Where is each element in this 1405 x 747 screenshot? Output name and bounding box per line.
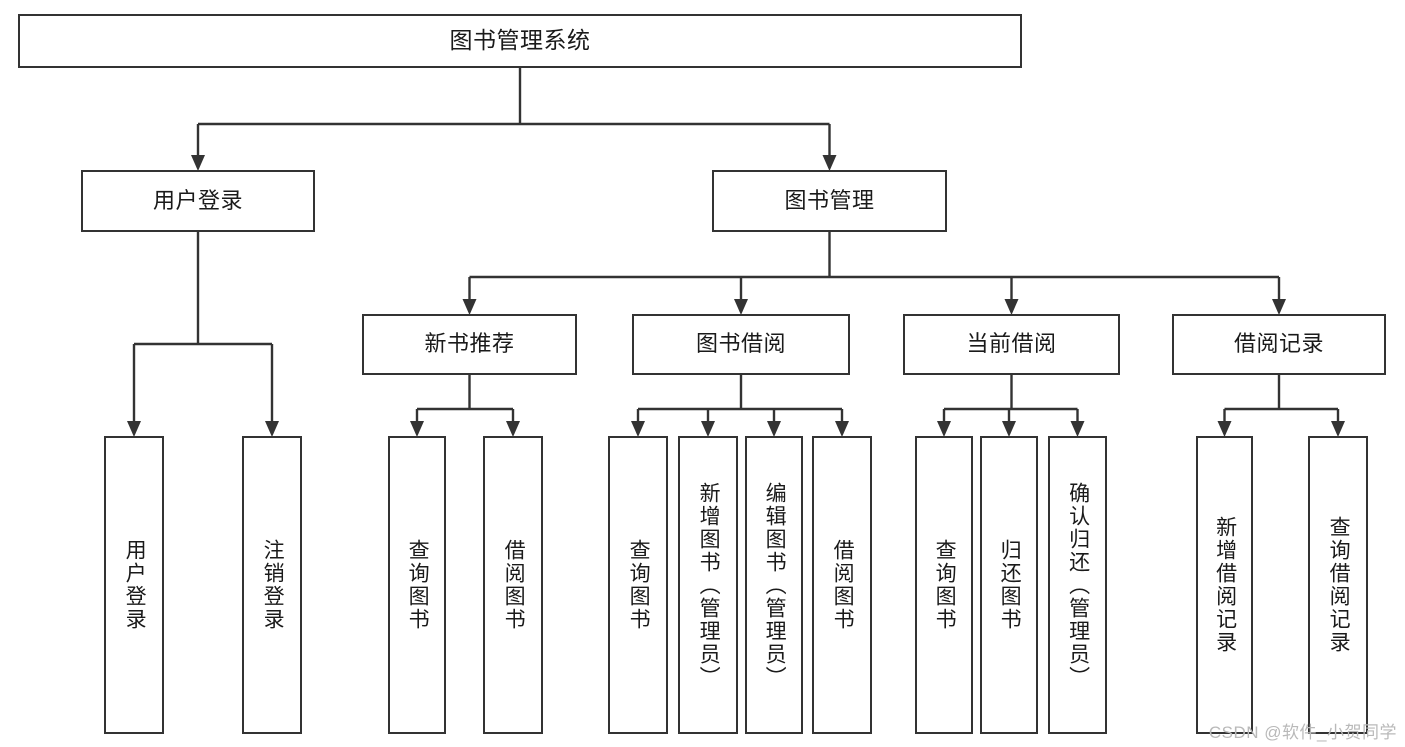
- node-book-borrow[interactable]: 图书借阅: [632, 314, 850, 375]
- node-root[interactable]: 图书管理系统: [18, 14, 1022, 68]
- node-label: 当前借阅: [966, 331, 1057, 357]
- node-label: 图书借阅: [695, 331, 786, 357]
- node-label: 查询图书: [627, 539, 651, 631]
- leaf-add-book[interactable]: 新增图书（管理员）: [678, 436, 738, 734]
- node-new-book-recommend[interactable]: 新书推荐: [362, 314, 577, 375]
- leaf-add-borrow-record[interactable]: 新增借阅记录: [1196, 436, 1253, 734]
- node-borrow-record[interactable]: 借阅记录: [1172, 314, 1386, 375]
- node-label: 用户登录: [123, 539, 147, 631]
- leaf-confirm-return[interactable]: 确认归还（管理员）: [1048, 436, 1107, 734]
- node-book-manage[interactable]: 图书管理: [712, 170, 947, 232]
- leaf-query-borrow-record[interactable]: 查询借阅记录: [1308, 436, 1368, 734]
- leaf-query-book-2[interactable]: 查询图书: [608, 436, 668, 734]
- node-label: 注销登录: [261, 539, 285, 631]
- node-label: 查询借阅记录: [1327, 516, 1351, 654]
- node-label: 借阅记录: [1233, 331, 1324, 357]
- node-label: 图书管理系统: [449, 27, 591, 54]
- node-label: 图书管理: [784, 187, 875, 213]
- node-label: 借阅图书: [831, 539, 855, 631]
- leaf-query-book-1[interactable]: 查询图书: [388, 436, 446, 734]
- leaf-user-logout[interactable]: 注销登录: [242, 436, 302, 734]
- node-label: 确认归还（管理员）: [1066, 481, 1090, 689]
- node-current-borrow[interactable]: 当前借阅: [903, 314, 1120, 375]
- watermark: CSDN @软件_小贺同学: [1208, 723, 1397, 742]
- node-label: 借阅图书: [502, 539, 526, 631]
- node-label: 查询图书: [933, 539, 957, 631]
- leaf-query-book-3[interactable]: 查询图书: [915, 436, 973, 734]
- node-label: 新书推荐: [424, 331, 515, 357]
- node-label: 新增图书（管理员）: [697, 481, 721, 689]
- leaf-borrow-book-1[interactable]: 借阅图书: [483, 436, 543, 734]
- node-user-login[interactable]: 用户登录: [81, 170, 315, 232]
- leaf-edit-book[interactable]: 编辑图书（管理员）: [745, 436, 803, 734]
- node-label: 新增借阅记录: [1213, 516, 1237, 654]
- leaf-return-book[interactable]: 归还图书: [980, 436, 1038, 734]
- leaf-borrow-book-2[interactable]: 借阅图书: [812, 436, 872, 734]
- node-label: 用户登录: [152, 187, 243, 213]
- node-label: 编辑图书（管理员）: [763, 481, 787, 689]
- node-label: 查询图书: [406, 539, 430, 631]
- node-label: 归还图书: [998, 539, 1022, 631]
- leaf-user-login[interactable]: 用户登录: [104, 436, 164, 734]
